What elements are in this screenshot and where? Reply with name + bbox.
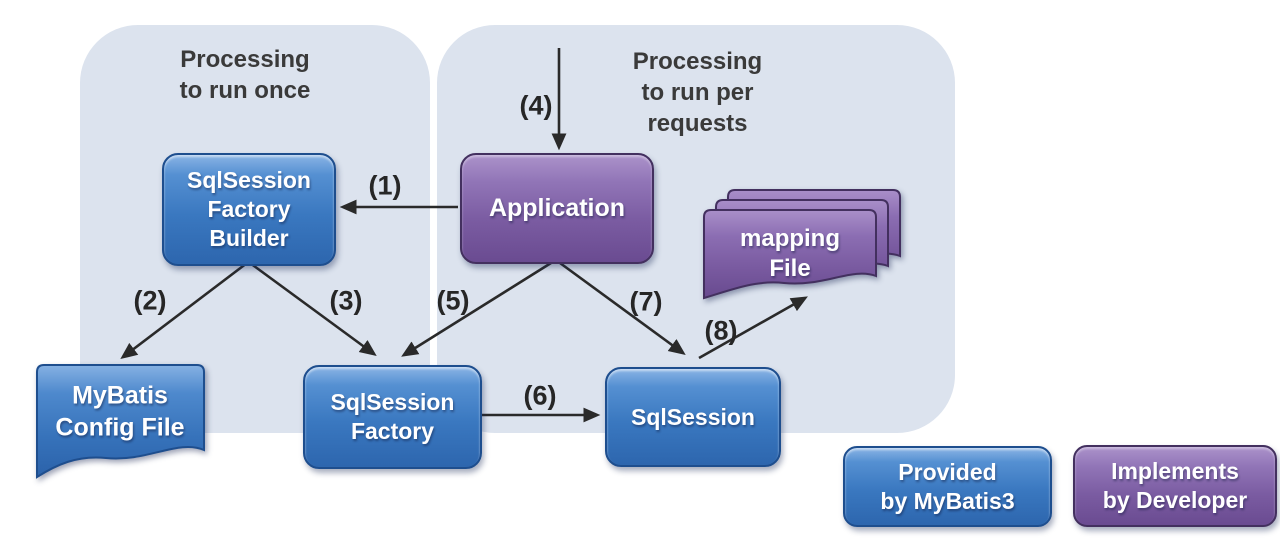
arrow-label-7: (7) xyxy=(629,286,663,317)
legend-provided-by-mybatis3: Provided by MyBatis3 xyxy=(843,446,1052,527)
arrow-label-2: (2) xyxy=(133,285,167,316)
config-file-doc-shape xyxy=(36,364,205,479)
node-sqlsession: SqlSession xyxy=(605,367,781,467)
panel-title-per-request: Processing to run per requests xyxy=(632,48,763,138)
node-sqlsession-factory-label: SqlSession Factory xyxy=(330,389,455,444)
arrow-label-1: (1) xyxy=(368,170,402,201)
legend-developer-label: Implements by Developer xyxy=(1102,458,1248,513)
document-stack-mapping-file xyxy=(703,189,901,300)
legend-provided-label: Provided by MyBatis3 xyxy=(880,458,1015,514)
node-sqlsession-factory-builder: SqlSession Factory Builder xyxy=(162,153,336,266)
arrow-label-8: (8) xyxy=(704,315,738,346)
node-sqlsession-factory-builder-label: SqlSession Factory Builder xyxy=(187,167,311,251)
mapping-file-doc-front xyxy=(703,209,877,300)
node-mybatis-config-file-label: MyBatis Config File xyxy=(55,381,185,442)
node-sqlsession-label: SqlSession xyxy=(631,403,755,430)
node-mapping-file-label: mapping File xyxy=(740,224,840,282)
arrow-label-3: (3) xyxy=(329,285,363,316)
arrow-label-5: (5) xyxy=(436,285,470,316)
document-mybatis-config-file xyxy=(36,364,205,479)
panel-title-run-once: Processing to run once xyxy=(179,46,311,105)
legend-implements-by-developer: Implements by Developer xyxy=(1073,445,1277,527)
arrow-label-6: (6) xyxy=(523,380,557,411)
node-application-label: Application xyxy=(488,193,626,222)
arrow-label-4: (4) xyxy=(519,90,553,121)
node-application: Application xyxy=(460,153,654,264)
node-sqlsession-factory: SqlSession Factory xyxy=(303,365,482,469)
